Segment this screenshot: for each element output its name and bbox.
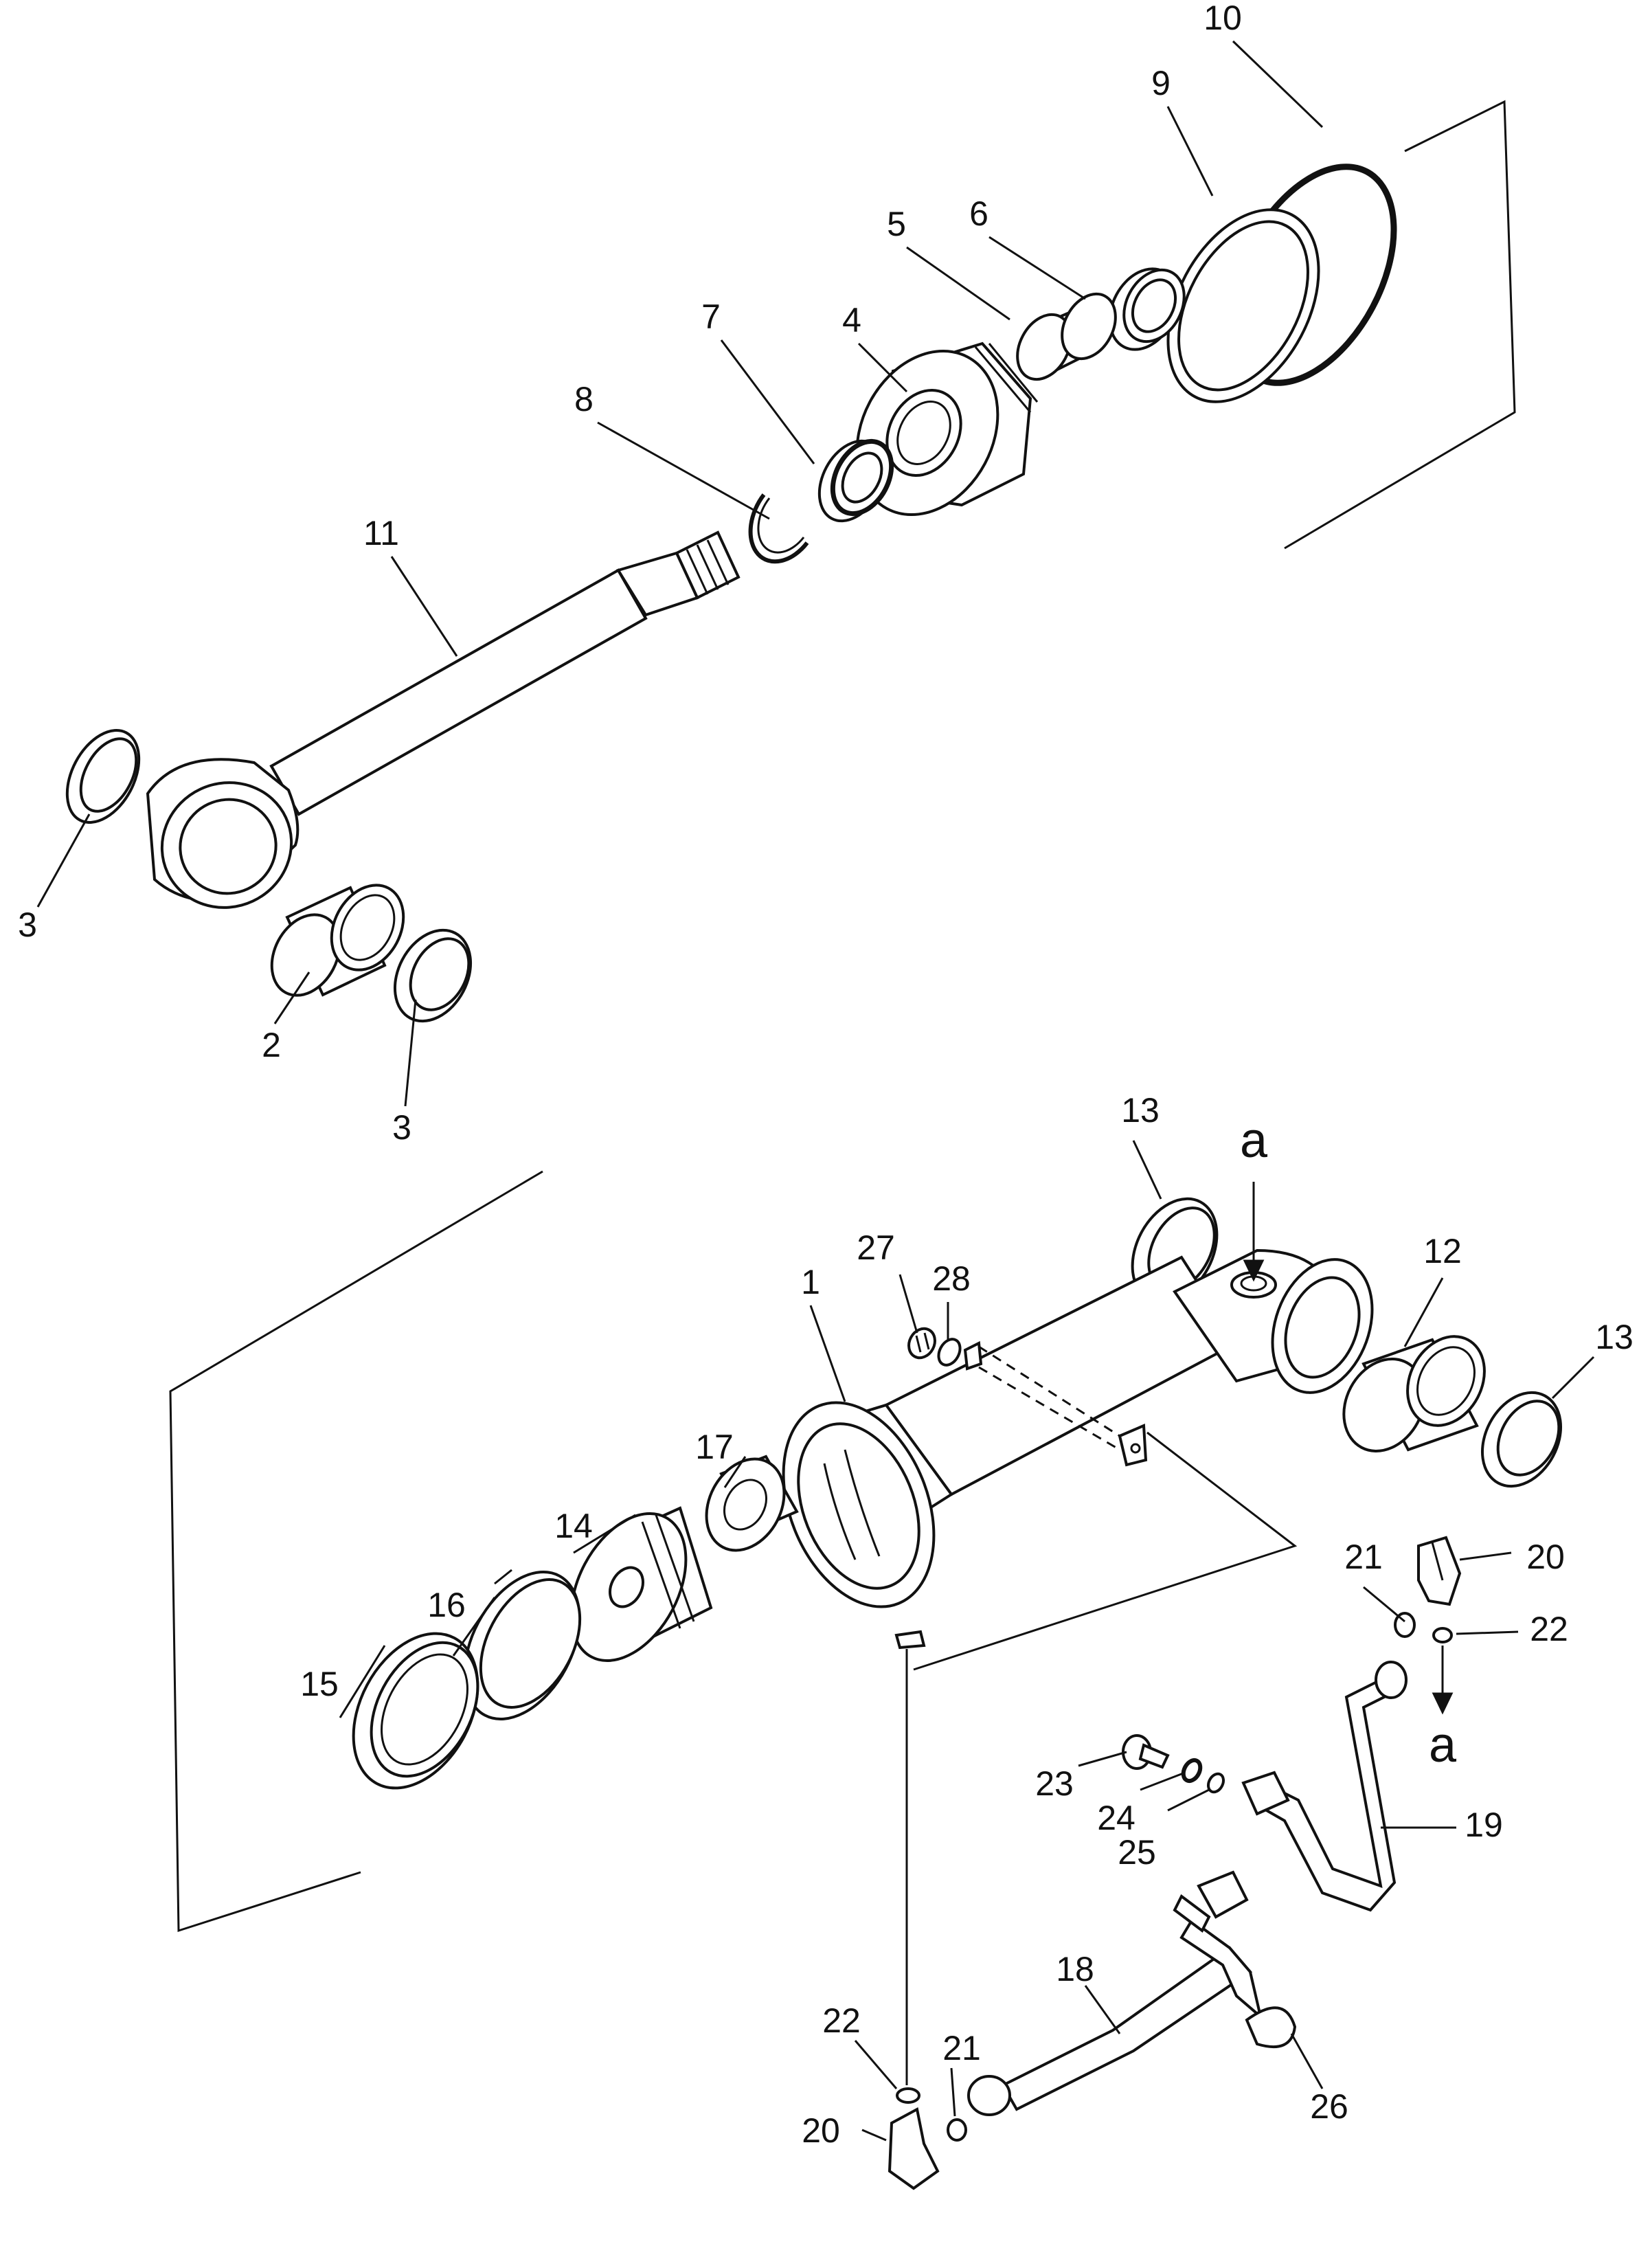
arrow-a-bottom-head xyxy=(1432,1692,1454,1715)
part-25-o-ring xyxy=(1206,1772,1225,1794)
part-22-o-ring-upper xyxy=(1432,1627,1453,1643)
arrow-a-top-head xyxy=(1243,1259,1265,1282)
part-1-cylinder-tube xyxy=(782,1248,1374,2085)
bracket-line-upper xyxy=(1284,100,1516,550)
part-14-piston xyxy=(569,1506,713,1663)
part-24-washer xyxy=(1181,1758,1203,1784)
callout-20-upper: 20 xyxy=(1526,1538,1565,1576)
part-26-clamp xyxy=(1245,2006,1297,2049)
part-17-nut xyxy=(705,1455,799,1552)
callout-11: 11 xyxy=(363,514,399,552)
part-20-elbow-lower xyxy=(888,2107,940,2190)
callout-labels: 10 9 6 5 4 7 8 11 3 2 3 13 12 13 27 28 1… xyxy=(18,0,1634,2150)
part-21-o-ring-lower xyxy=(947,2118,967,2142)
callout-17: 17 xyxy=(695,1428,734,1466)
callout-20-lower: 20 xyxy=(802,2111,840,2150)
callout-12: 12 xyxy=(1423,1232,1462,1270)
leader-lines xyxy=(36,40,1595,2142)
part-22-o-ring-lower xyxy=(896,2087,920,2104)
callout-23: 23 xyxy=(1035,1764,1074,1803)
callout-13-right: 13 xyxy=(1595,1318,1634,1356)
callout-3-left: 3 xyxy=(18,906,37,944)
callout-3-right: 3 xyxy=(392,1108,411,1147)
callout-22-lower: 22 xyxy=(822,2001,861,2040)
callout-21-upper: 21 xyxy=(1344,1538,1383,1576)
part-7-rod-seal xyxy=(817,438,894,523)
callout-26: 26 xyxy=(1310,2087,1348,2126)
callout-15: 15 xyxy=(300,1665,339,1703)
callout-13-top: 13 xyxy=(1121,1091,1160,1130)
part-16-wear-ring xyxy=(463,1569,582,1721)
callout-21-lower: 21 xyxy=(942,2029,981,2067)
callout-4: 4 xyxy=(842,301,861,339)
bracket-line-lower xyxy=(169,1170,543,1933)
callout-1: 1 xyxy=(801,1263,820,1301)
callout-14: 14 xyxy=(554,1507,593,1545)
part-13-seal-right xyxy=(1480,1391,1563,1488)
part-11-piston-rod xyxy=(146,530,741,909)
part-2-bushing xyxy=(270,884,405,997)
callout-19: 19 xyxy=(1465,1806,1503,1844)
part-3-seal-left xyxy=(65,729,141,824)
part-27-plug xyxy=(907,1327,936,1360)
callout-6: 6 xyxy=(969,194,988,233)
part-21-o-ring-upper xyxy=(1394,1612,1416,1638)
reference-mark-a-top: a xyxy=(1240,1113,1268,1168)
callout-8: 8 xyxy=(574,380,594,418)
part-6-dust-seal xyxy=(1108,267,1186,351)
callout-7: 7 xyxy=(701,297,721,336)
callout-10: 10 xyxy=(1203,0,1242,37)
part-3-seal-right xyxy=(393,928,473,1023)
part-20-elbow-upper xyxy=(1417,1536,1462,1606)
callout-24: 24 xyxy=(1097,1799,1135,1837)
part-12-bushing xyxy=(1342,1335,1486,1452)
callout-27: 27 xyxy=(857,1228,895,1267)
part-15-piston-seal xyxy=(352,1632,479,1790)
callout-2: 2 xyxy=(262,1026,281,1064)
callout-16: 16 xyxy=(427,1586,466,1624)
part-5-bushing xyxy=(1016,292,1117,381)
part-18-pipe xyxy=(967,1870,1263,2116)
callout-18: 18 xyxy=(1056,1950,1094,1988)
callout-5: 5 xyxy=(887,205,906,243)
reference-mark-a-bottom: a xyxy=(1429,1718,1457,1773)
part-28-o-ring xyxy=(937,1338,962,1367)
part-9-backup-ring xyxy=(1166,208,1320,403)
callout-22-upper: 22 xyxy=(1530,1610,1568,1648)
callout-28: 28 xyxy=(932,1259,971,1298)
part-19-pipe xyxy=(1241,1661,1408,1912)
part-8-snap-ring xyxy=(748,493,809,564)
callout-9: 9 xyxy=(1151,64,1171,102)
callout-25: 25 xyxy=(1118,1833,1156,1872)
part-23-bolt xyxy=(1122,1734,1170,1770)
